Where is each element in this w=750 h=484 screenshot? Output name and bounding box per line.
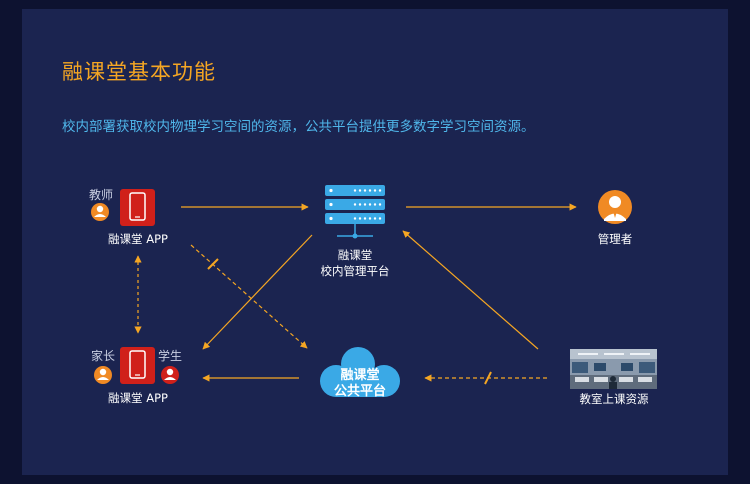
server-icon: [325, 185, 385, 239]
app-top-label: 融课堂 APP: [108, 232, 168, 246]
admin-label: 管理者: [597, 232, 633, 246]
blocked-mark-app-cloud: [207, 258, 219, 270]
teacher-role-label: 教师: [89, 188, 114, 202]
phone-icon-bottom: [120, 347, 155, 384]
page-title: 融课堂基本功能: [62, 60, 216, 84]
cloud-icon: [320, 347, 400, 397]
arrow-app-to-cloud: [190, 244, 308, 349]
server-label-line1: 融课堂: [337, 248, 373, 262]
server-label-line2: 校内管理平台: [320, 264, 390, 278]
classroom-photo: [570, 349, 657, 389]
teacher-avatar-icon: [91, 203, 109, 221]
phone-icon-top: [120, 189, 155, 226]
diagram-panel: [22, 9, 728, 475]
page-subtitle: 校内部署获取校内物理学习空间的资源，公共平台提供更多数字学习空间资源。: [62, 119, 535, 135]
blocked-mark-classroom-cloud: [484, 371, 492, 385]
student-avatar-icon: [161, 366, 179, 384]
app-bottom-label: 融课堂 APP: [108, 391, 168, 405]
arrow-server-to-bottom-app: [202, 234, 313, 350]
admin-avatar-icon: [598, 190, 632, 224]
cloud-label-line2: 公共平台: [333, 384, 386, 399]
student-role-label: 学生: [158, 349, 183, 363]
arrow-classroom-to-server: [402, 230, 539, 350]
parent-avatar-icon: [94, 366, 112, 384]
parent-role-label: 家长: [91, 349, 116, 363]
cloud-label-line1: 融课堂: [340, 368, 380, 383]
classroom-label: 教室上课资源: [579, 392, 649, 406]
